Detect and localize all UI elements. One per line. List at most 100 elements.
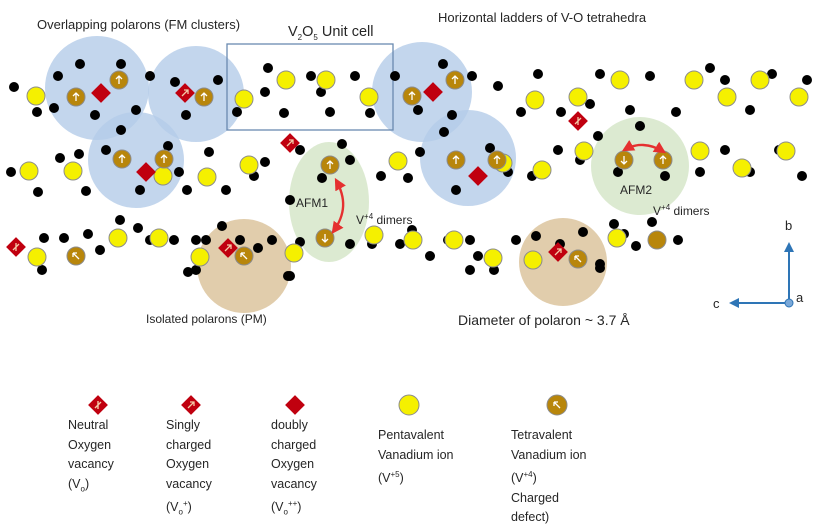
tetravalent-ion xyxy=(109,70,129,90)
oxygen-atom xyxy=(33,187,43,197)
oxygen-atom xyxy=(204,147,214,157)
v4-dimers-sup-2: +4 xyxy=(661,203,671,212)
legend-tetravalent-line-2: Vanadium ion xyxy=(511,447,587,462)
legend-doubly-text: doubly charged Oxygen vacancy (Vo++) xyxy=(271,416,317,522)
legend-tetravalent-line-4: Charged xyxy=(511,490,559,505)
oxygen-atom xyxy=(635,121,645,131)
oxygen-atom xyxy=(232,107,242,117)
oxygen-atom xyxy=(285,271,295,281)
oxygen-atom xyxy=(295,145,305,155)
oxygen-atom xyxy=(279,108,289,118)
oxygen-atom xyxy=(183,267,193,277)
oxygen-atom xyxy=(489,265,499,275)
pentavalent-ion xyxy=(444,230,464,250)
oxygen-atom xyxy=(613,167,623,177)
legend-singly-line-3: Oxygen xyxy=(166,457,210,471)
pentavalent-ion xyxy=(789,87,809,107)
legend-pentavalent-sup: +5 xyxy=(390,470,400,479)
legend-doubly-close: ) xyxy=(297,500,302,515)
oxygen-atom xyxy=(221,185,231,195)
pentavalent-ion xyxy=(750,70,770,90)
oxygen-vacancy-body xyxy=(91,83,111,103)
legend-tetravalent-text: Tetravalent Vanadium ion (V+4) Charged d… xyxy=(511,426,587,528)
oxygen-vacancy xyxy=(568,111,588,131)
oxygen-atom xyxy=(201,235,211,245)
diameter-label: Diameter of polaron ~ 3.7 Å xyxy=(458,312,630,328)
spin-up-icon xyxy=(72,92,80,101)
pentavalent-ion xyxy=(197,167,217,187)
tetravalent-ion-body xyxy=(647,230,667,250)
spin-up-icon xyxy=(408,91,416,100)
pentavalent-ion xyxy=(276,70,296,90)
spin-up-icon xyxy=(659,155,667,164)
isolated-polaron-region xyxy=(197,219,291,313)
pentavalent-ions xyxy=(19,70,809,270)
oxygen-atom xyxy=(182,185,192,195)
oxygen-atom xyxy=(447,110,457,120)
pentavalent-ion xyxy=(239,155,259,175)
legend-doubly-open: (V xyxy=(271,500,284,515)
neutral-mark-icon xyxy=(12,243,20,251)
oxygen-atom xyxy=(174,167,184,177)
legend-neutral-vacancy-symbol xyxy=(88,395,108,415)
oxygen-atom xyxy=(285,195,295,205)
oxygen-atom xyxy=(260,87,270,97)
legend-singly-symbol-text: (Vo+) xyxy=(166,494,212,522)
legend-doubly-line-2: charged xyxy=(271,437,317,452)
legend-pentavalent-line-1: Pentavalent xyxy=(378,428,445,442)
oxygen-atom xyxy=(720,145,730,155)
oxygen-atom xyxy=(59,233,69,243)
overlapping-polarons-label: Overlapping polarons (FM clusters) xyxy=(37,17,241,32)
oxygen-vacancy-body xyxy=(468,166,488,186)
tetravalent-ion xyxy=(653,150,673,170)
oxygen-atom xyxy=(767,69,777,79)
pentavalent-ion xyxy=(525,90,545,110)
oxygen-atom xyxy=(465,265,475,275)
oxygen-atom xyxy=(133,223,143,233)
oxygen-vacancy xyxy=(6,237,26,257)
charge-mark-icon xyxy=(224,244,232,252)
tetravalent-ions xyxy=(66,70,673,269)
oxygen-atom xyxy=(6,167,16,177)
oxygen-atom xyxy=(337,139,347,149)
oxygen-atom xyxy=(191,265,201,275)
oxygen-atom xyxy=(695,167,705,177)
oxygen-atom xyxy=(451,185,461,195)
oxygen-atom xyxy=(425,251,435,261)
legend-singly-line-1: Singly xyxy=(166,418,201,432)
oxygen-atom xyxy=(170,77,180,87)
v4-dimers-suffix-2: dimers xyxy=(670,204,710,218)
oxygen-atom xyxy=(95,245,105,255)
oxygen-atom xyxy=(260,157,270,167)
oxygen-atom xyxy=(593,131,603,141)
tetravalent-ion xyxy=(234,246,254,266)
unit-cell-box xyxy=(226,43,394,131)
oxygen-atoms xyxy=(6,59,812,281)
spin-down-icon xyxy=(321,234,329,243)
legend-tetravalent-symbol-text: (V+4) xyxy=(511,465,587,489)
legend-neutral-line-2: Oxygen xyxy=(68,437,112,452)
neutral-mark-icon xyxy=(574,117,582,125)
spin-diagonal-icon xyxy=(574,255,582,263)
pentavalent-ion xyxy=(610,70,630,90)
legend-tetravalent-close: ) xyxy=(532,471,537,486)
afm2-label: AFM2 xyxy=(620,183,653,197)
oxygen-atom xyxy=(101,145,111,155)
oxygen-atom xyxy=(531,231,541,241)
oxygen-atom xyxy=(595,263,605,273)
tetravalent-ion xyxy=(66,87,86,107)
pentavalent-ion xyxy=(483,248,503,268)
tetravalent-ion xyxy=(194,87,214,107)
pentavalent-ion xyxy=(732,158,752,178)
pentavalent-ion xyxy=(717,87,737,107)
pentavalent-ion xyxy=(690,141,710,161)
pentavalent-ion xyxy=(359,87,379,107)
spin-up-icon xyxy=(160,154,168,163)
legend-neutral-line-1: Neutral xyxy=(68,418,109,432)
legend-pentavalent-close: ) xyxy=(399,471,404,486)
oxygen-atom xyxy=(191,235,201,245)
legend-singly-charged-symbol xyxy=(181,395,201,415)
polaron-regions xyxy=(45,36,689,313)
pentavalent-ion xyxy=(776,141,796,161)
v4-dimers-label-1: V+4 dimers xyxy=(356,212,412,227)
